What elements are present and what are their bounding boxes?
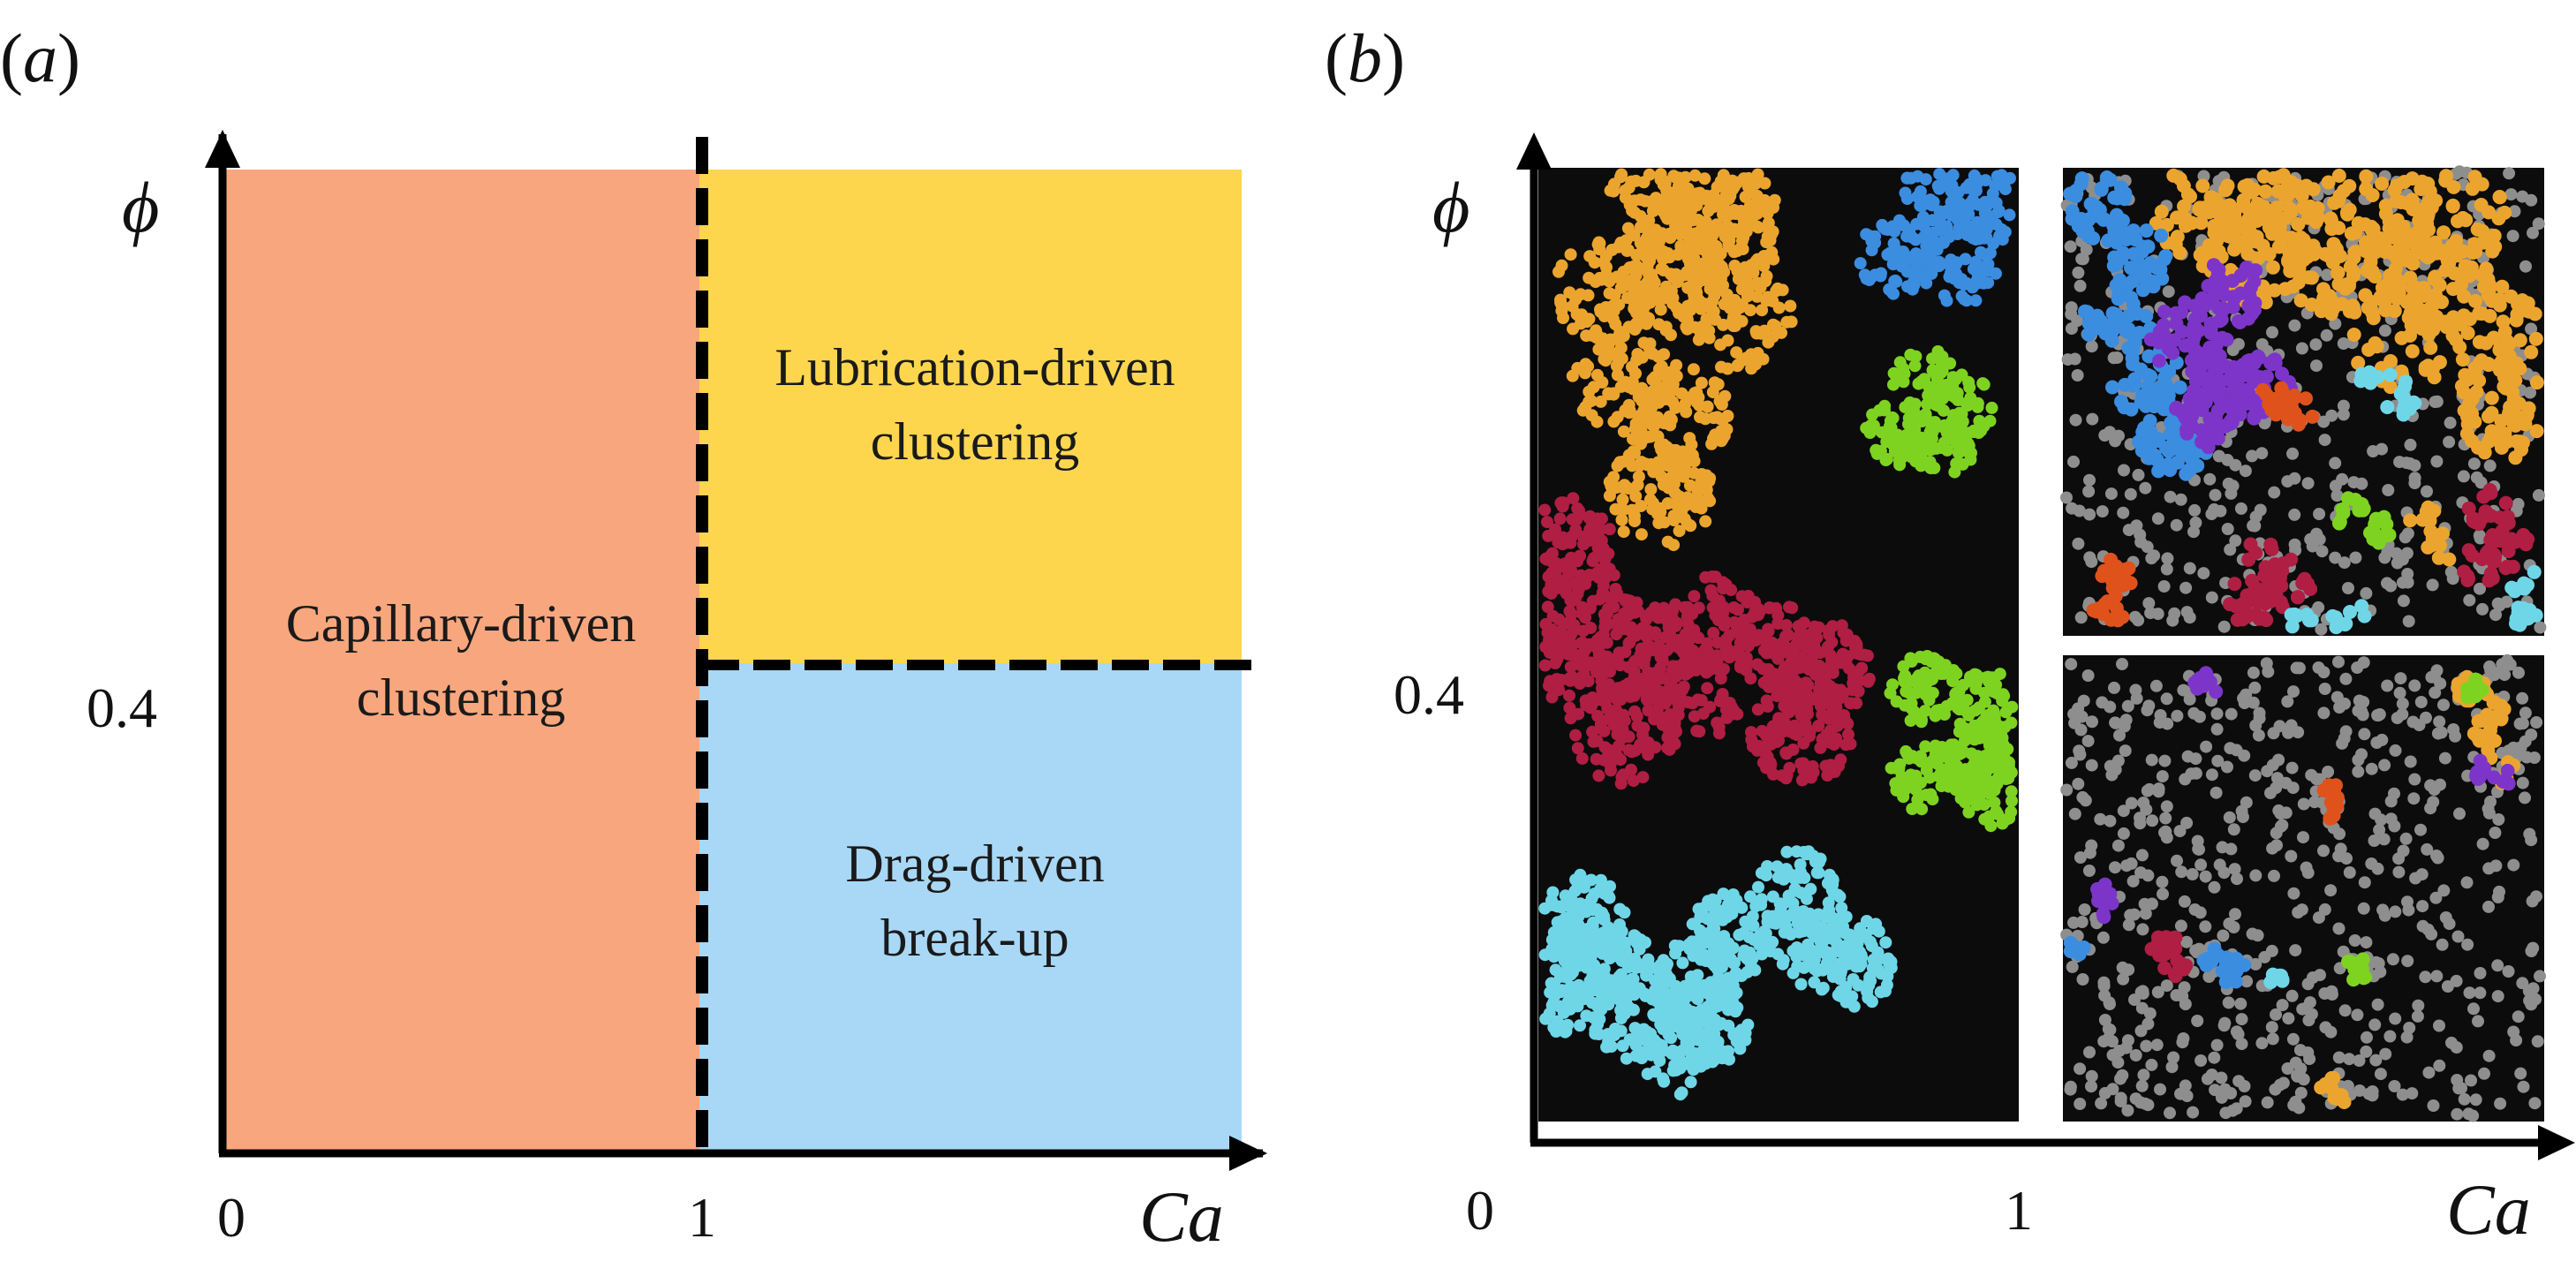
y-tick-label: 0.4: [87, 676, 157, 739]
panel-b-letter: (b): [1325, 19, 1405, 96]
y-axis-variable-b: ϕ: [1432, 167, 1469, 247]
lubrication-label-line2: clustering: [871, 412, 1080, 471]
capillary-label-line2: clustering: [357, 668, 566, 727]
y-axis-b-arrowhead: [1516, 132, 1552, 170]
panel-b: (b) ϕ 0.4 0 1 Ca: [1325, 19, 2575, 1250]
lubrication-label-line1: Lubrication-driven: [774, 338, 1175, 397]
x-axis-variable: Ca: [1139, 1176, 1224, 1257]
panel-a: (a) ϕ 0.4 0 1 Ca Capillary-driven cluste…: [0, 19, 1267, 1257]
y-axis-arrowhead: [205, 131, 240, 168]
capillary-region: [223, 170, 699, 1153]
lubrication-clusters-image: [2060, 165, 2547, 636]
drag-region: [699, 663, 1242, 1153]
drag-label-line1: Drag-driven: [845, 835, 1104, 893]
x-axis-variable-b: Ca: [2446, 1169, 2531, 1250]
lubrication-region: [699, 170, 1242, 663]
panel-a-letter: (a): [0, 19, 80, 96]
drag-breakup-image: [2060, 653, 2546, 1122]
x-tick-origin-b: 0: [1466, 1179, 1494, 1242]
drag-label-line2: break-up: [880, 909, 1069, 967]
x-tick-origin: 0: [217, 1186, 246, 1249]
y-tick-label-b: 0.4: [1394, 663, 1464, 726]
capillary-label-line1: Capillary-driven: [286, 594, 637, 653]
x-tick-one: 1: [688, 1186, 716, 1249]
x-tick-one-b: 1: [2005, 1179, 2033, 1242]
capillary-clusters-image: [1538, 168, 2019, 1122]
x-axis-arrowhead: [1229, 1136, 1266, 1171]
y-axis-variable: ϕ: [122, 167, 159, 247]
x-axis-b-arrowhead: [2538, 1125, 2575, 1160]
